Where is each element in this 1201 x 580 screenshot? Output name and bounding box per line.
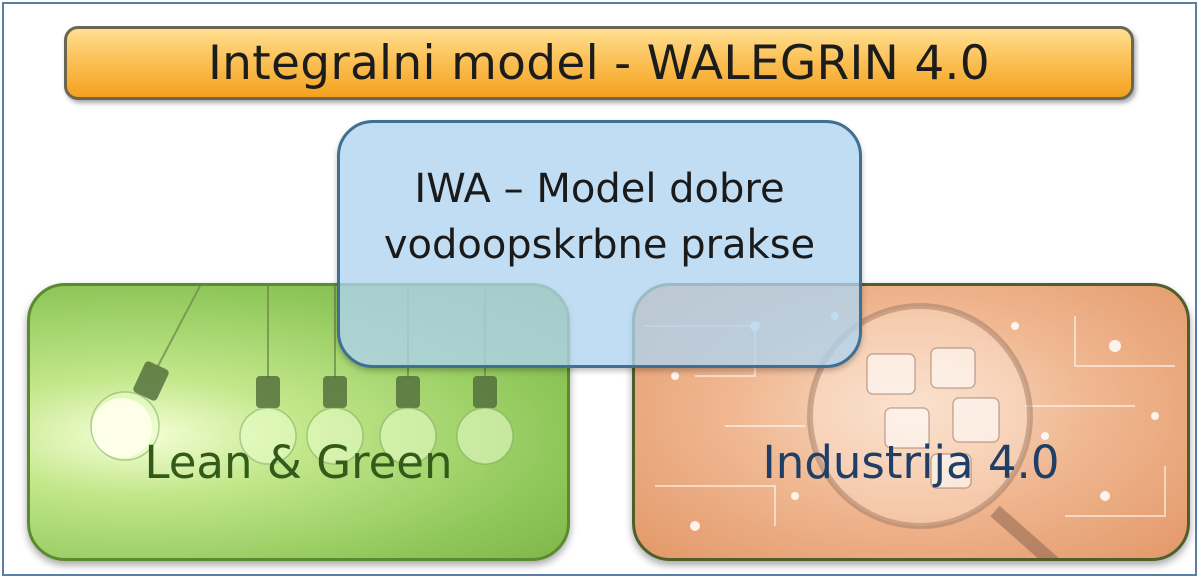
iwa-label-line-1: IWA – Model dobre <box>414 166 785 212</box>
industry-box: Industrija 4.0 <box>632 283 1190 561</box>
lean-green-label: Lean & Green <box>144 436 453 489</box>
iwa-label: IWA – Model dobre vodoopskrbne prakse <box>384 161 815 273</box>
diagram-title: Integralni model - WALEGRIN 4.0 <box>208 35 990 91</box>
title-banner: Integralni model - WALEGRIN 4.0 <box>64 26 1134 100</box>
iwa-box: IWA – Model dobre vodoopskrbne prakse <box>337 120 862 368</box>
iwa-label-line-2: vodoopskrbne prakse <box>383 222 816 268</box>
industry-label: Industrija 4.0 <box>762 436 1060 489</box>
digital-network-icon <box>645 303 1175 558</box>
